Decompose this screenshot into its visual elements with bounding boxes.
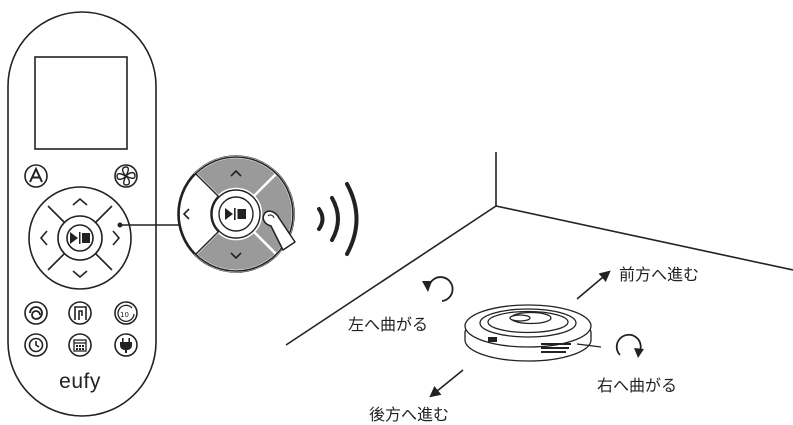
svg-text:10: 10 bbox=[120, 311, 129, 319]
suction-button[interactable] bbox=[114, 164, 138, 188]
label-turn-left: 左へ曲がる bbox=[348, 315, 428, 334]
finger-press-icon bbox=[262, 210, 296, 251]
backward-arrow-icon bbox=[429, 369, 464, 398]
chevron-down-icon bbox=[230, 252, 242, 260]
auto-clean-button[interactable] bbox=[24, 164, 48, 188]
10-minute-icon: 10 bbox=[117, 304, 135, 322]
edge-clean-button[interactable] bbox=[68, 301, 92, 325]
spot-clean-button[interactable] bbox=[24, 301, 48, 325]
rotate-left-icon bbox=[422, 276, 454, 302]
remote-body bbox=[7, 11, 157, 417]
play-pause-icon bbox=[225, 208, 246, 220]
chevron-up-icon bbox=[72, 197, 88, 206]
dpad-play-pause-button[interactable] bbox=[211, 189, 261, 239]
remote-dpad bbox=[28, 186, 132, 290]
clock-icon bbox=[28, 337, 44, 353]
chevron-down-icon bbox=[72, 270, 88, 279]
enlarged-dpad bbox=[177, 155, 296, 273]
label-forward: 前方へ進む bbox=[619, 265, 699, 284]
chevron-left-icon bbox=[182, 208, 190, 220]
remote-left-button[interactable] bbox=[39, 230, 48, 246]
remote-up-button[interactable] bbox=[72, 197, 88, 206]
charge-button[interactable] bbox=[114, 333, 138, 357]
ten-minute-button[interactable]: 10 bbox=[114, 301, 138, 325]
brand-logo: eufy bbox=[59, 370, 101, 393]
signal-waves-icon bbox=[317, 182, 359, 256]
schedule-button[interactable] bbox=[68, 333, 92, 357]
remote-play-pause-button[interactable] bbox=[66, 224, 94, 252]
calendar-icon bbox=[73, 339, 87, 352]
rotate-right-icon bbox=[615, 333, 644, 358]
remote-control: 10 bbox=[7, 11, 157, 417]
auto-clean-icon bbox=[29, 166, 43, 183]
robot-vacuum bbox=[464, 304, 602, 362]
chevron-up-icon bbox=[230, 169, 242, 177]
spot-clean-icon bbox=[29, 306, 43, 320]
chevron-left-icon bbox=[39, 230, 48, 246]
room-corner bbox=[285, 152, 793, 346]
remote-screen bbox=[34, 56, 128, 150]
chevron-right-icon bbox=[112, 230, 121, 246]
forward-arrow-icon bbox=[576, 270, 611, 300]
callout-dot bbox=[117, 222, 123, 228]
edge-clean-icon bbox=[74, 306, 87, 320]
plug-icon bbox=[120, 338, 132, 353]
play-pause-icon bbox=[70, 232, 90, 244]
remote-down-button[interactable] bbox=[72, 270, 88, 279]
label-backward: 後方へ進む bbox=[369, 405, 449, 424]
fan-icon bbox=[116, 166, 136, 186]
remote-right-button[interactable] bbox=[112, 230, 121, 246]
label-turn-right: 右へ曲がる bbox=[597, 376, 677, 395]
schedule-time-button[interactable] bbox=[24, 333, 48, 357]
